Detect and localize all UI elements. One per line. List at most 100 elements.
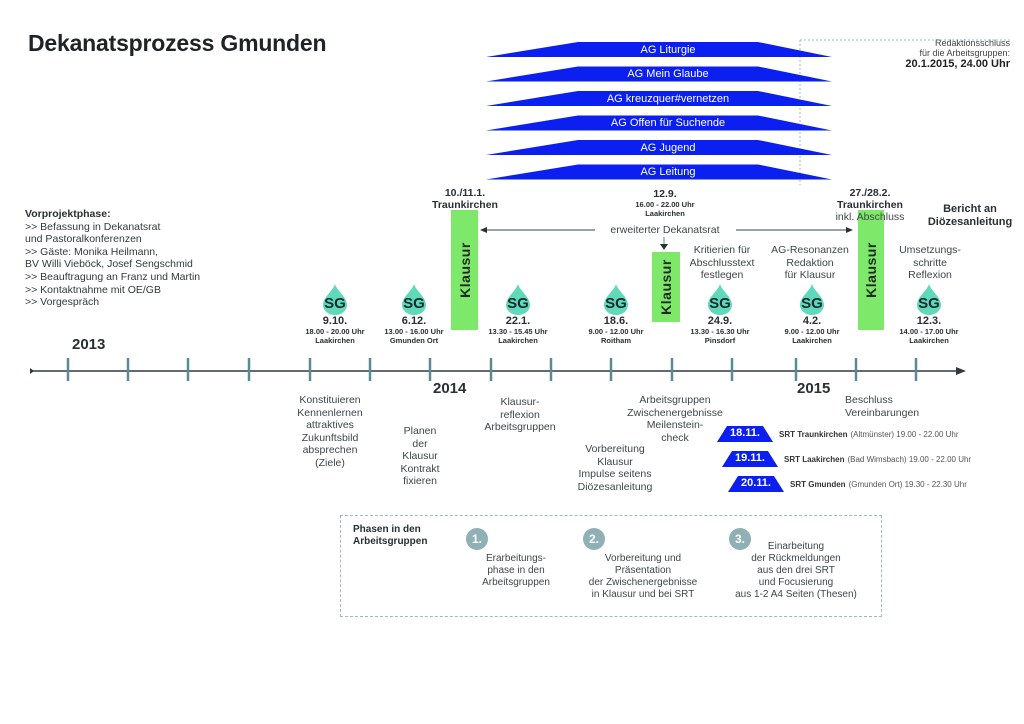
srt-name: SRT Traunkirchen [779,429,848,439]
ag-banner-group [486,42,832,180]
sg-meeting: SG 24.9. 13.30 - 16.30 Uhr Pinsdorf [665,283,775,345]
sg-time: 9.00 - 12.00 Uhr [784,327,840,336]
phase-number-badge: 2. [583,528,605,550]
phase-line: in Klausur und bei SRT [591,589,695,600]
note-konstituieren: Konstituieren Kennenlernen attraktives Z… [280,394,380,469]
note-line: Arbeitsgruppen [639,394,711,406]
ag-banner [486,164,832,180]
srt-row: 19.11. SRT Laakirchen(Bad Wimsbach) 19.0… [722,451,971,467]
note-zwischenergebnisse: Arbeitsgruppen Zwischenergebnisse Meilen… [610,394,740,444]
srt-time: 19.30 - 22.30 Uhr [904,479,967,489]
srt-name: SRT Gmunden [790,479,846,489]
deadline-line1: Redaktionsschluss [934,38,1010,48]
vorprojektphase-line: und Pastoralkonferenzen [25,233,142,246]
note-vorbereitung: Vorbereitung Klausur Impulse seitens Diö… [555,443,675,493]
bericht-line1: Bericht an [943,203,997,215]
note-resonanzen: AG-Resonanzen Redaktion für Klausur [760,244,860,282]
sg-meeting: SG 6.12. 13.00 - 16.00 Uhr Gmunden Ort [359,283,469,345]
vorprojektphase-line: >> Beauftragung an Franz und Martin [25,270,201,283]
phase-line: Einarbeitung [767,541,825,552]
srt-time: 19.00 - 22.00 Uhr [896,429,959,439]
klausur1-heading: 10./11.1. Traunkirchen [410,187,520,211]
arrow-down-icon [660,244,668,250]
srt-location: (Gmunden Ort) [848,479,903,489]
note-line: Impulse seitens [578,468,652,480]
ag-banner [486,91,832,106]
vorprojektphase-line: >> Gäste: Monika Heilmann, [25,245,159,258]
sg-time: 13.30 - 16.30 Uhr [690,327,750,336]
sg-time: 13.00 - 16.00 Uhr [384,327,444,336]
note-kriterien: Kritierien für Abschlusstext festlegen [672,244,772,282]
vorprojektphase-line: >> Befassung in Dekanatsrat [25,220,161,233]
ag-banner-label: AG Leitung [640,166,696,178]
ag-banner [486,115,832,131]
klausur1-place: Traunkirchen [432,199,498,211]
phase-line: Vorbereitung und [604,553,682,564]
ag-banner-label: AG Offen für Suchende [610,117,726,129]
sg-date: 4.2. [802,315,822,327]
phase-number-badge: 3. [729,528,751,550]
arrow-right-icon [846,227,853,233]
timeline-ticks [66,358,918,381]
sg-label: SG [324,295,346,312]
sg-date: 6.12. [401,315,427,327]
deadline-date: 20.1.2015, 24.00 Uhr [905,58,1010,70]
note-line: attraktives [306,419,354,431]
phase-text: Vorbereitung und Präsentation der Zwisch… [573,553,713,601]
ag-banner-label: AG kreuzquer#vernetzen [606,92,730,105]
sg-place: Laakirchen [498,336,538,345]
note-line: check [661,431,689,444]
phase-line: und Focusierung [758,577,834,588]
klausur3-place: Traunkirchen [837,199,903,211]
sg-time: 18.00 - 20.00 Uhr [305,327,365,336]
vorprojektphase-block: Vorprojektphase: >> Befassung in Dekanat… [25,208,200,309]
year-2015: 2015 [797,380,831,397]
note-line: der [412,437,428,450]
srt-date-badge: 20.11. [728,476,784,492]
sg-drop-icon: SG [796,283,828,315]
phase-line: der Rückmeldungen [751,553,841,564]
arrow-left-icon [480,227,487,233]
sg-date: 12.3. [916,315,942,327]
note-line: Kritierien für [693,244,751,256]
timeline-arrow-icon [956,367,966,375]
dekanatsrat-date: 12.9. [653,188,677,200]
phase-line: aus 1-2 A4 Seiten (Thesen) [735,589,857,600]
ag-banner-label: AG Mein Glaube [627,68,709,80]
note-line: Meilenstein- [646,419,704,431]
ag-banner [486,42,832,57]
sg-drop-icon: SG [600,283,632,315]
srt-location: (Bad Wimsbach) [847,454,907,464]
srt-row: 20.11. SRT Gmunden(Gmunden Ort) 19.30 - … [728,476,967,492]
phase-line: Arbeitsgruppen [482,577,550,588]
klausur-bar-2: Klausur [652,252,680,322]
srt-location: (Altmünster) [850,429,895,439]
note-line: Planen [403,425,437,437]
ag-banner [486,66,832,82]
note-line: Klausur [597,455,633,468]
sg-meeting: SG 18.6. 9.00 - 12.00 Uhr Roitham [561,283,671,345]
note-line: Redaktion [786,256,834,269]
sg-label: SG [403,295,425,312]
sg-drop-icon: SG [319,283,351,315]
year-2013: 2013 [72,336,106,353]
klausur3-note: inkl. Abschluss [835,211,905,223]
note-line: (Ziele) [315,456,345,469]
sg-place: Laakirchen [792,336,832,345]
note-line: AG-Resonanzen [771,244,849,256]
note-line: absprechen [302,444,358,456]
phases-box: Phasen in den Arbeitsgruppen 1. Erarbeit… [340,515,882,617]
sg-time: 9.00 - 12.00 Uhr [588,327,644,336]
phases-title-line: Arbeitsgruppen [353,536,428,547]
sg-label: SG [605,295,627,312]
sg-place: Roitham [601,336,631,345]
note-line: Kontrakt [400,462,440,475]
sg-date: 24.9. [707,315,733,327]
bericht-heading: Bericht an Diözesanleitung [915,203,1024,229]
note-line: für Klausur [784,269,836,281]
note-line: Reflexion [908,269,952,281]
sg-meeting: SG 9.10. 18.00 - 20.00 Uhr Laakirchen [280,283,390,345]
phase-line: der Zwischenergebnisse [588,577,698,588]
note-line: Beschluss [845,394,893,406]
